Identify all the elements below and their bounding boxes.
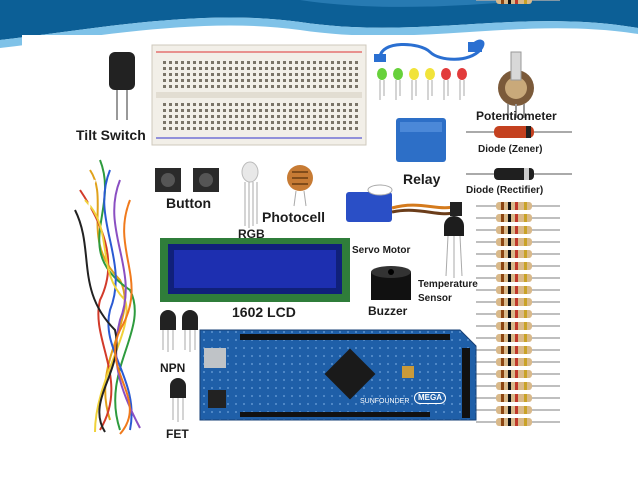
board-brand-label: SUNFOUNDER (360, 398, 410, 405)
buzzer-label: Buzzer (368, 304, 408, 318)
tilt-switch-label: Tilt Switch (76, 127, 146, 143)
arduino-mega-icon (199, 329, 477, 421)
sensor-label: Sensor (418, 293, 452, 304)
buzzer-icon (371, 266, 411, 300)
resistor-icon (475, 0, 561, 427)
temperature-label: Temperature (418, 279, 478, 290)
relay-label: Relay (403, 171, 441, 187)
photocell-label: Photocell (262, 209, 326, 225)
led-icon (377, 68, 467, 100)
usb-cable-icon (374, 39, 485, 62)
transistor-icon (160, 310, 198, 422)
tilt-switch-icon (109, 52, 135, 120)
potentiometer-icon (498, 51, 534, 118)
button-label: Button (166, 195, 212, 211)
breadboard-icon (151, 44, 367, 146)
lcd-icon (160, 238, 350, 302)
lcd-label: 1602 LCD (232, 304, 296, 320)
potentiometer-label: Potentiometer (476, 109, 557, 123)
servo-icon (346, 184, 462, 222)
fet-label: FET (166, 427, 189, 441)
diode-rectifier-label: Diode (Rectifier) (466, 185, 544, 196)
diode-icon (466, 126, 572, 180)
rgb-label: RGB (238, 227, 265, 241)
temperature-sensor-icon (444, 216, 464, 278)
button-icon (155, 168, 219, 192)
board-model-label: MEGA (414, 392, 446, 404)
rgb-led-icon (241, 161, 259, 228)
photocell-icon (287, 165, 313, 207)
servo-motor-label: Servo Motor (352, 245, 411, 256)
npn-label: NPN (160, 361, 186, 375)
diode-zener-label: Diode (Zener) (478, 144, 543, 155)
relay-icon (396, 118, 446, 162)
jumper-wires-icon (74, 159, 141, 435)
